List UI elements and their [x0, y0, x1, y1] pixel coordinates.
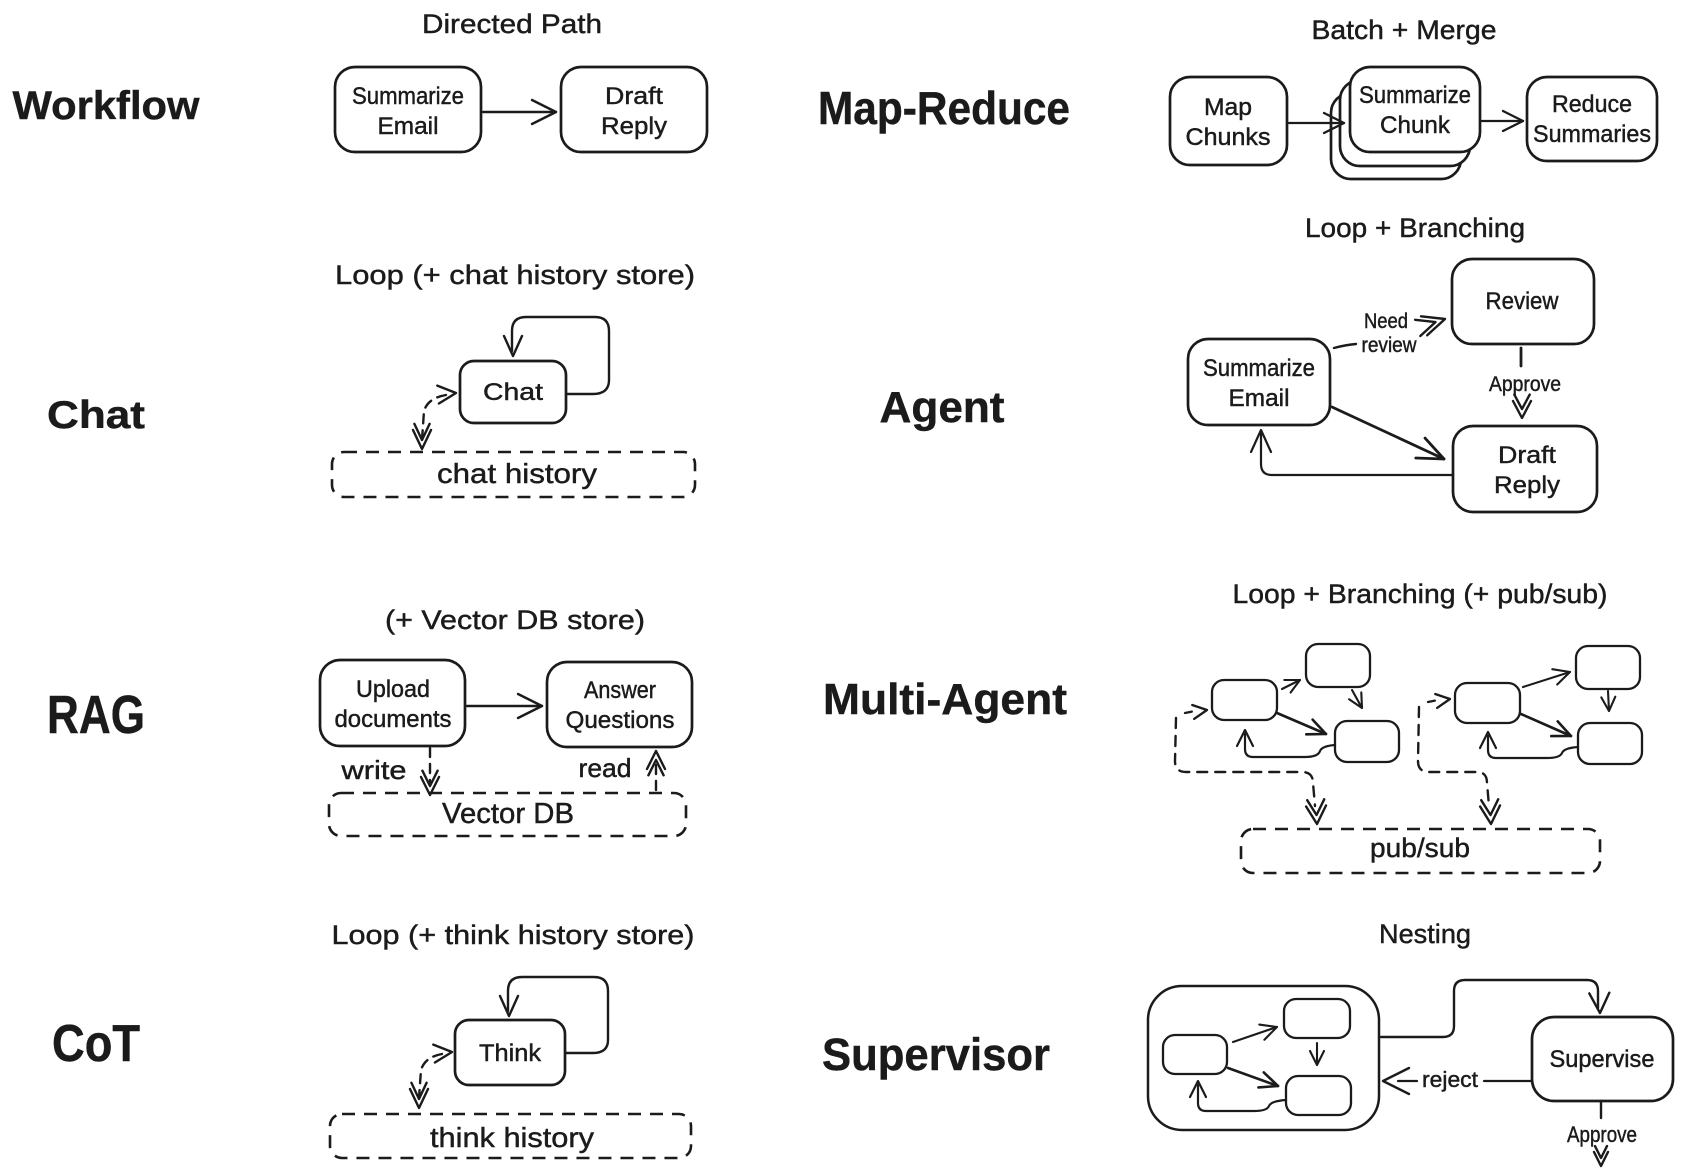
svg-text:Approve: Approve — [1489, 373, 1561, 396]
svg-text:Summarize: Summarize — [352, 83, 464, 110]
svg-text:Chat: Chat — [483, 379, 543, 406]
svg-text:RAG: RAG — [47, 685, 145, 745]
svg-text:Reduce: Reduce — [1552, 91, 1632, 118]
svg-text:Summaries: Summaries — [1533, 121, 1651, 148]
svg-text:Answer: Answer — [584, 677, 656, 704]
svg-text:Questions: Questions — [566, 707, 675, 734]
svg-text:reject: reject — [1422, 1067, 1478, 1092]
svg-text:Approve: Approve — [1567, 1122, 1637, 1147]
svg-text:documents: documents — [335, 706, 452, 733]
svg-text:Summarize: Summarize — [1203, 355, 1315, 382]
svg-text:Reply: Reply — [601, 113, 667, 140]
svg-text:Multi-Agent: Multi-Agent — [823, 675, 1067, 724]
svg-text:Loop + Branching (+ pub/sub): Loop + Branching (+ pub/sub) — [1233, 579, 1608, 609]
svg-text:Draft: Draft — [1498, 442, 1556, 469]
svg-text:Supervise: Supervise — [1550, 1046, 1655, 1073]
svg-text:Agent: Agent — [880, 383, 1005, 432]
svg-text:Chunk: Chunk — [1380, 112, 1451, 139]
svg-text:Loop + Branching: Loop + Branching — [1305, 213, 1525, 243]
svg-text:Chunks: Chunks — [1186, 124, 1271, 151]
svg-text:Vector DB: Vector DB — [442, 798, 574, 830]
svg-text:Review: Review — [1486, 288, 1560, 315]
svg-text:Summarize: Summarize — [1359, 82, 1471, 109]
svg-text:Need: Need — [1364, 310, 1408, 333]
svg-text:Directed Path: Directed Path — [422, 9, 602, 39]
svg-text:Supervisor: Supervisor — [822, 1029, 1050, 1080]
svg-text:review: review — [1362, 334, 1418, 357]
svg-text:Upload: Upload — [356, 676, 430, 703]
svg-text:Chat: Chat — [47, 394, 145, 437]
svg-text:Map: Map — [1204, 94, 1252, 121]
svg-text:Loop (+ chat history store): Loop (+ chat history store) — [335, 260, 695, 290]
svg-text:Email: Email — [378, 113, 439, 140]
svg-text:Nesting: Nesting — [1379, 919, 1471, 949]
svg-text:CoT: CoT — [52, 1015, 140, 1073]
svg-text:pub/sub: pub/sub — [1370, 833, 1470, 863]
svg-text:chat history: chat history — [437, 458, 597, 489]
svg-text:Email: Email — [1229, 385, 1290, 412]
svg-text:Workflow: Workflow — [13, 84, 201, 128]
svg-text:Batch + Merge: Batch + Merge — [1312, 15, 1497, 45]
svg-text:read: read — [579, 753, 632, 783]
svg-text:Draft: Draft — [605, 83, 663, 110]
svg-text:Think: Think — [479, 1040, 542, 1067]
svg-text:Map-Reduce: Map-Reduce — [818, 82, 1070, 134]
svg-text:Reply: Reply — [1494, 472, 1560, 499]
svg-text:Loop (+ think history store): Loop (+ think history store) — [332, 920, 695, 950]
svg-text:write: write — [340, 755, 406, 785]
svg-text:(+ Vector DB store): (+ Vector DB store) — [385, 605, 645, 635]
svg-text:think history: think history — [430, 1122, 594, 1153]
